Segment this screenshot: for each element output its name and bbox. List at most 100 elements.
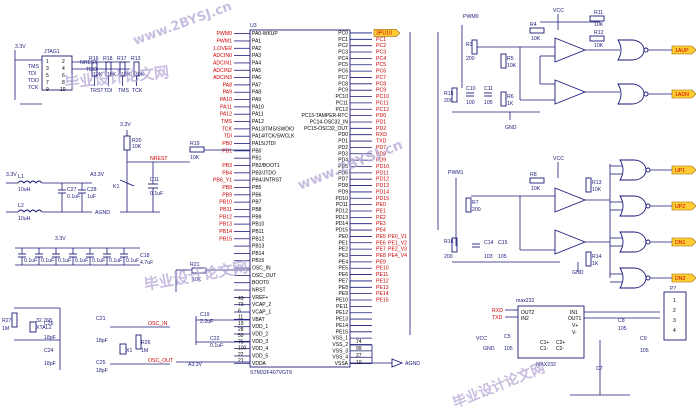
mcu-left-net-label: PA8 bbox=[223, 82, 233, 88]
jtag-pin-9: 9 bbox=[46, 87, 49, 93]
mcu-left-pin: PB3/JTDO bbox=[252, 170, 276, 176]
comp-top-r5: R5 bbox=[507, 56, 514, 62]
mcu-right-pins: PC0PC1PC2PC3PC4PC5PC6PC7PC8PC9PC10PC11PC… bbox=[302, 30, 372, 367]
mcu-right-net-label: PE13 bbox=[376, 285, 389, 291]
watermark-cn-1: 毕业设计论文网 bbox=[64, 63, 170, 92]
mcu-right-pin: PC0 bbox=[338, 30, 348, 36]
decoupling-cap-value: 0.1uF bbox=[126, 258, 139, 264]
rtc-cap-2-value: 18pF bbox=[44, 361, 56, 367]
mcu-right-net-tag bbox=[373, 29, 401, 37]
inductor-l1 bbox=[17, 180, 43, 184]
vcap-cap-2-value: 0.1uF bbox=[210, 343, 223, 349]
mcu-right-pin: PE12 bbox=[336, 310, 348, 316]
osc-out-label: OSC_OUT bbox=[148, 358, 174, 364]
vcap-pin-number: 21 bbox=[238, 358, 244, 364]
jtag-pin-3: 3 bbox=[46, 66, 49, 72]
rs232-pin-c1p: C1+ bbox=[540, 340, 549, 346]
mcu-right-pin: VSS_2 bbox=[332, 342, 348, 348]
mcu-left-pin: VDD_3 bbox=[252, 339, 268, 345]
rs232-pin-c1n: C1- bbox=[540, 346, 548, 352]
mcu-left-pin: PA13/TMS/SWDIO bbox=[252, 126, 294, 132]
rs232-c8-value: 105 bbox=[618, 326, 627, 332]
boot-resistor-value: 10K bbox=[192, 277, 202, 283]
right-bus-wires bbox=[409, 32, 439, 335]
rtc-cap-1-value: 18pF bbox=[44, 335, 56, 341]
rtc-cap-2-ref: C24 bbox=[44, 348, 54, 354]
mcu-left-pin: PA10 bbox=[252, 104, 264, 110]
mcu-right-net-label: PD0 bbox=[376, 113, 386, 119]
main-crystal-block: X1 R26 1M C21 18pF C25 18pF OSC_IN OSC_O… bbox=[96, 316, 174, 374]
reset-resistor bbox=[123, 135, 131, 151]
mcu-right-alias-label: PE0_V1 bbox=[388, 234, 407, 240]
decoupling-rail: 3.3V bbox=[55, 236, 66, 242]
comp-top-r4-value: 10K bbox=[531, 36, 541, 42]
comp-top-opamp-1 bbox=[554, 37, 587, 63]
main-resistor-ref: R26 bbox=[141, 340, 151, 346]
mcu-left-pin: PB4/JNTRST bbox=[252, 178, 282, 184]
mcu-left-pins: PA0-WKUPPA1PA2PA3PA4PA5PA6PA7PA8PA9PA10P… bbox=[234, 31, 295, 367]
jtag-pullup-ref: R17 bbox=[117, 56, 127, 62]
mcu-left-net-label: TDI bbox=[224, 134, 232, 140]
jtag-pin-8: 8 bbox=[62, 80, 65, 86]
mcu-right-pin: PC8 bbox=[338, 81, 348, 87]
mcu-right-pin: PC3 bbox=[338, 50, 348, 56]
boot-resistor-ref: R21 bbox=[190, 262, 200, 268]
mcu-right-pin: PE3 bbox=[339, 253, 349, 259]
comp-bot-c14-value: 103 bbox=[484, 254, 493, 260]
reset-cap-value: 0.1uF bbox=[150, 191, 163, 197]
vcap-pin-number: 19 bbox=[238, 321, 244, 327]
mcu-right-net-label: PE15 bbox=[376, 298, 389, 304]
mcu-left-pin: PA4 bbox=[252, 60, 261, 66]
comp-top-r15-value: 200 bbox=[444, 98, 453, 104]
mcu-left-pin: PA11 bbox=[252, 112, 264, 118]
vss-pin-74: 74 bbox=[356, 339, 362, 345]
mcu-right-net-label: PE14 bbox=[376, 291, 389, 297]
mcu-left-pin: PA12 bbox=[252, 119, 264, 125]
mcu-left-pin: OSC_IN bbox=[252, 266, 271, 272]
comp-top-out-1: 1AUP bbox=[675, 48, 689, 54]
comp-top-r15: R15 bbox=[444, 91, 454, 97]
rs232-c5: C5 bbox=[504, 334, 511, 340]
comp-bot-out-tag bbox=[671, 273, 697, 283]
mcu-left-pin: PB6 bbox=[252, 192, 262, 198]
mcu-right-net-label: PE6 bbox=[376, 240, 386, 246]
mcu-left-pin: PA2 bbox=[252, 46, 261, 52]
mcu-right-alias-label: PE1_V2 bbox=[388, 240, 407, 246]
comp-top-r12-value: 10K bbox=[594, 43, 604, 49]
mcu-left-pin: PA5 bbox=[252, 68, 261, 74]
mcu-right-pin: PE11 bbox=[336, 304, 348, 310]
mcu-right-net-label: PE1 bbox=[376, 208, 386, 214]
mcu-left-pin: PA6 bbox=[252, 75, 261, 81]
reset-resistor-ref: R20 bbox=[132, 138, 142, 144]
vcap-block: C19 2.2uF C22 0.1uF 49736111928507510022… bbox=[176, 296, 250, 368]
comp-top-vcc: VCC bbox=[553, 8, 564, 14]
jtag-sig-tdi: TDI bbox=[28, 71, 36, 77]
mcu-right-net-label: PC10 bbox=[376, 94, 389, 100]
mcu-right-pin: PD10 bbox=[335, 196, 348, 202]
mcu-left-pin: VCAP_1 bbox=[252, 310, 271, 316]
rs232-c5-value: 105 bbox=[504, 346, 513, 352]
mcu-right-net-label: PC4 bbox=[376, 56, 386, 62]
mcu-right-pin: PD15 bbox=[335, 228, 348, 234]
mcu-left-net-label: PB8 bbox=[222, 185, 232, 191]
mcu-right-net-label: PC7 bbox=[376, 75, 386, 81]
mcu-left-pin: PB5 bbox=[252, 185, 262, 191]
mcu-right-pin: PD3 bbox=[338, 151, 348, 157]
mcu-left-net-label: ADCIN3 bbox=[213, 75, 232, 81]
rtc-crystal-freq: 32.768 bbox=[36, 318, 52, 324]
rs232-pin-c2n: C2- bbox=[556, 346, 564, 352]
mcu-right-net-label: PC5 bbox=[376, 62, 386, 68]
mcu-left-pin: PB14 bbox=[252, 251, 264, 257]
mcu-left-pin: NRST bbox=[252, 288, 266, 294]
vcap-pin-number: 6 bbox=[238, 308, 241, 314]
mcu-right-net-label: PD9 bbox=[376, 158, 386, 164]
mcu-right-net-label: TXD bbox=[376, 139, 387, 145]
comp-top-r12: R12 bbox=[594, 30, 604, 36]
comp-bot-nand-gate bbox=[619, 195, 647, 217]
rs232-connector bbox=[663, 291, 687, 341]
vcap-cap-2-ref: C22 bbox=[210, 336, 220, 342]
jtag-pin-1: 1 bbox=[46, 59, 49, 65]
mcu-right-pin: PE4 bbox=[339, 259, 349, 265]
